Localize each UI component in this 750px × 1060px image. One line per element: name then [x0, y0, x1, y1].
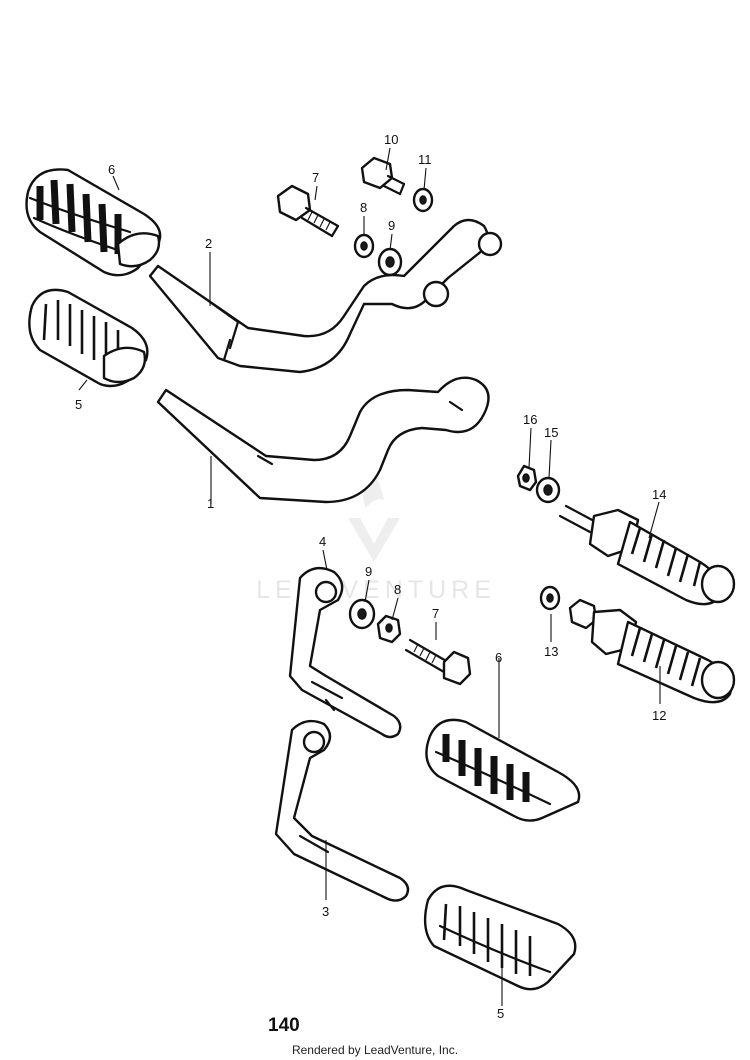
callout-1: 1: [207, 496, 214, 511]
callout-10: 10: [384, 132, 398, 147]
bolt-7-top: [276, 184, 340, 238]
callout-6-top: 6: [108, 162, 115, 177]
callout-7-top: 7: [312, 170, 319, 185]
footpeg-12: [568, 598, 736, 704]
bolt-7-bottom: [404, 638, 472, 686]
callout-8-top: 8: [360, 200, 367, 215]
footpeg-rubber-6-top: [25, 168, 162, 277]
callout-leader-lines: [78, 147, 661, 1006]
footpeg-arm-3: [274, 719, 410, 902]
washer-9-bottom: [348, 598, 376, 630]
callout-4: 4: [319, 534, 326, 549]
callout-2: 2: [205, 236, 212, 251]
callout-5-bottom: 5: [497, 1006, 504, 1021]
callout-14: 14: [652, 487, 666, 502]
bolt-10: [360, 156, 406, 196]
callout-8-bottom: 8: [394, 582, 401, 597]
nut-16: [516, 464, 538, 492]
washer-13: [539, 585, 561, 611]
callout-5-top: 5: [75, 397, 82, 412]
footpeg-rubber-5-top: [28, 288, 149, 388]
callout-3: 3: [322, 904, 329, 919]
callout-9-top: 9: [388, 218, 395, 233]
footpeg-rubber-5-bottom: [423, 884, 577, 991]
v-logo-icon: [348, 518, 400, 562]
footpeg-arm-4: [288, 566, 402, 739]
callout-12: 12: [652, 708, 666, 723]
callout-13: 13: [544, 644, 558, 659]
washer-11: [412, 187, 434, 213]
callout-16: 16: [523, 412, 537, 427]
footpeg-bracket-2: [148, 218, 503, 374]
nut-8-bottom: [376, 614, 402, 644]
callout-7-bottom: 7: [432, 606, 439, 621]
footpeg-rubber-6-bottom: [425, 718, 581, 822]
washer-9-top: [377, 247, 403, 277]
nut-8-top: [353, 233, 375, 259]
leadventure-watermark: LEADVENTURE: [256, 468, 496, 604]
callout-9-bottom: 9: [365, 564, 372, 579]
page-number: 140: [268, 1015, 300, 1036]
footpeg-bracket-1: [156, 376, 490, 504]
footpeg-14: [558, 504, 736, 606]
callout-labels: 6 5 2 7 10 11 8 9 1 16 15 14 13 12 4 9 8…: [75, 132, 666, 1021]
callout-15: 15: [544, 425, 558, 440]
footer-credit: Rendered by LeadVenture, Inc.: [292, 1043, 458, 1057]
watermark-text: LEADVENTURE: [256, 576, 496, 604]
callout-11: 11: [418, 152, 432, 167]
washer-15: [535, 476, 561, 504]
callout-6-bottom: 6: [495, 650, 502, 665]
